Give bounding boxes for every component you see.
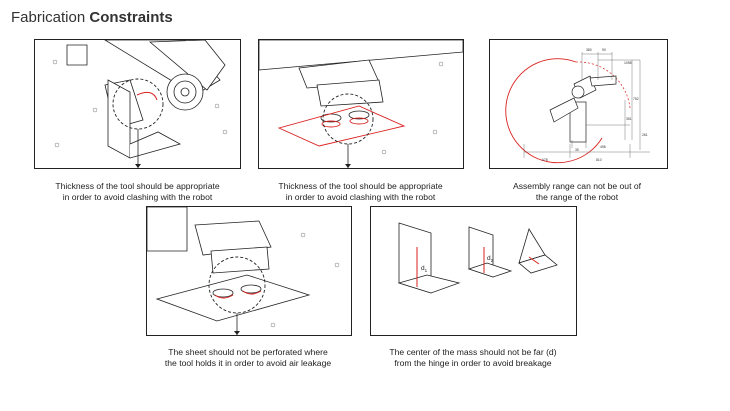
caption-line: Thickness of the tool should be appropri… [55, 181, 220, 191]
d2-label: d [487, 255, 491, 262]
panel-sheet-perforation [146, 206, 352, 336]
caption-center-of-mass: The center of the mass should not be far… [366, 347, 580, 369]
caption-line: The sheet should not be perforated where [168, 347, 328, 357]
caption-line: The center of the mass should not be far… [389, 347, 557, 357]
dim-label: 90 [602, 48, 606, 52]
center-of-mass-illustration: d1 d2 [397, 222, 558, 294]
page-title: Fabrication Constraints [11, 9, 173, 26]
caption-line: in order to avoid clashing with the robo… [62, 192, 213, 202]
dim-label: 261 [642, 133, 648, 137]
title-bold: Constraints [89, 9, 173, 26]
title-prefix: Fabrication [11, 9, 86, 26]
sheet-perforation-illustration [147, 207, 340, 335]
tool-clearance-2-illustration [259, 40, 463, 168]
caption-line: the tool holds it in order to avoid air … [164, 358, 332, 368]
panel-tool-clearance-2 [258, 39, 464, 169]
panel-tool-clearance-1 [34, 39, 241, 169]
d2-subscript: 2 [491, 258, 494, 263]
svg-text:d1: d1 [421, 265, 428, 273]
d1-subscript: 1 [425, 268, 428, 273]
caption-tool-clearance-1: Thickness of the tool should be appropri… [30, 181, 245, 203]
caption-line: Assembly range can not be out of [512, 181, 642, 191]
dim-label: 1098 [624, 61, 632, 65]
panel-robot-reach: 380 90 1098 752 351 261 678 810 498 35 [489, 39, 668, 169]
caption-line: in order to avoid clashing with the robo… [285, 192, 436, 202]
dim-label: 35 [575, 148, 579, 152]
caption-sheet-perforation: The sheet should not be perforated where… [138, 347, 358, 369]
dim-label: 678 [542, 158, 548, 162]
dim-label: 752 [633, 97, 639, 101]
panel-center-of-mass: d1 d2 [370, 206, 577, 336]
dim-label: 810 [596, 158, 602, 162]
robot-reach-diagram: 380 90 1098 752 351 261 678 810 498 35 [505, 48, 650, 164]
caption-robot-reach: Assembly range can not be out of the ran… [477, 181, 677, 203]
caption-line: the range of the robot [535, 192, 619, 202]
dim-label: 498 [600, 145, 606, 149]
caption-tool-clearance-2: Thickness of the tool should be appropri… [253, 181, 468, 203]
caption-line: from the hinge in order to avoid breakag… [394, 358, 552, 368]
svg-text:d2: d2 [487, 255, 494, 263]
caption-line: Thickness of the tool should be appropri… [278, 181, 443, 191]
d1-label: d [421, 265, 425, 272]
dim-label: 351 [626, 117, 632, 121]
tool-clearance-1-illustration [52, 40, 228, 168]
dim-label: 380 [586, 48, 592, 52]
